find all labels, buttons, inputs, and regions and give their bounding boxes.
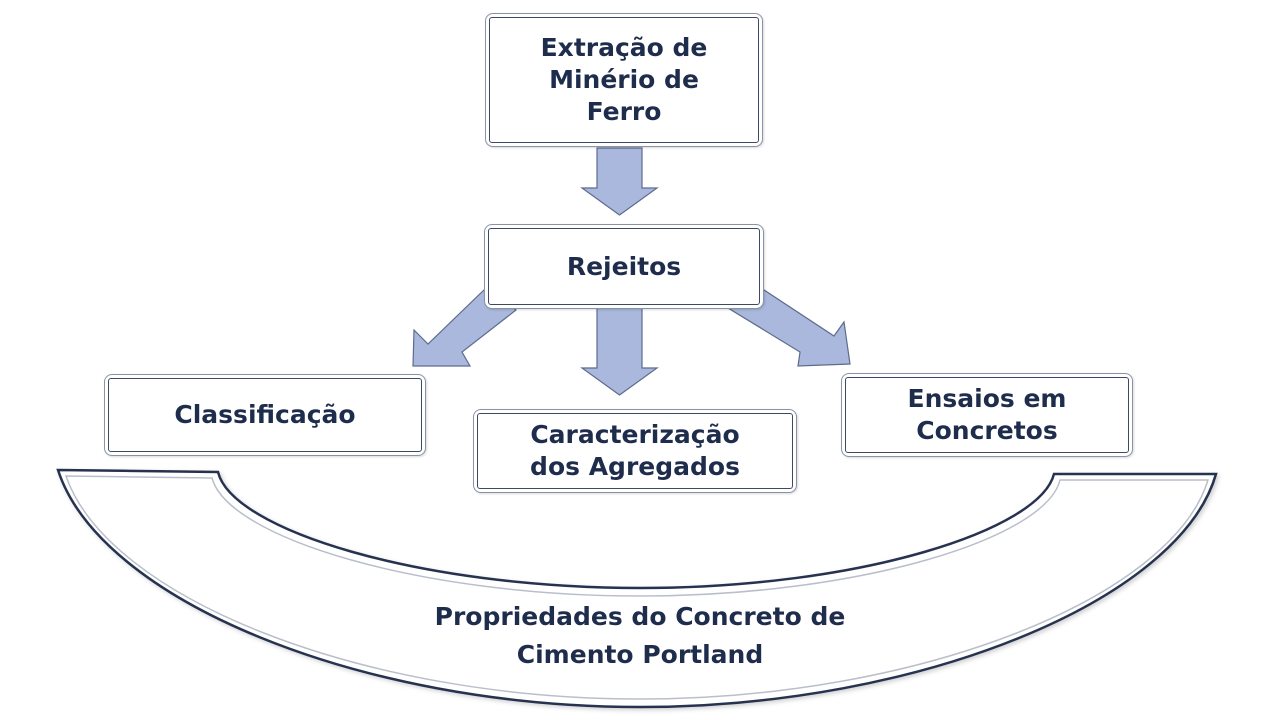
node-label-line: Minério de	[549, 65, 699, 94]
node-label-line: Propriedades do Concreto de	[434, 602, 846, 631]
node-label-line: Rejeitos	[566, 251, 682, 281]
node-label-line: Ferro	[586, 97, 662, 126]
node-label-line: Concretos	[916, 416, 1058, 445]
node-propriedades-do-concreto: Propriedades do Concreto de Cimento Port…	[300, 598, 980, 674]
node-ensaios-em-concretos: Ensaios em Concretos	[841, 373, 1133, 457]
node-label-line: Extração de	[540, 33, 708, 62]
node-label-line: Caracterização	[530, 420, 740, 449]
arrow-rejeitos-to-ensaios	[726, 289, 851, 367]
arrow-extracao-to-rejeitos	[580, 147, 659, 216]
node-extracao-de-minerio-de-ferro: Extração de Minério de Ferro	[485, 13, 763, 147]
node-label-line: dos Agregados	[530, 452, 740, 481]
arrow-rejeitos-to-caracterizacao	[580, 307, 659, 396]
node-classificacao: Classificação	[104, 374, 426, 456]
node-label-line: Ensaios em	[907, 384, 1067, 413]
node-label-line: Classificação	[174, 400, 356, 429]
node-label-line: Cimento Portland	[516, 640, 764, 669]
propriedades-arc-shape	[56, 468, 1218, 709]
node-caracterizacao-dos-agregados: Caracterização dos Agregados	[473, 409, 797, 493]
node-rejeitos: Rejeitos	[484, 224, 764, 309]
